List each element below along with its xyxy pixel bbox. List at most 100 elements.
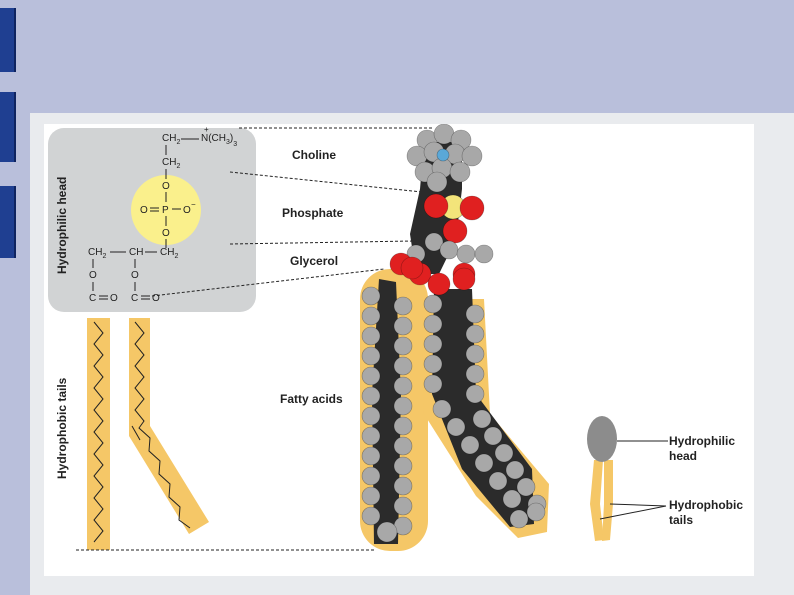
hydrogen-atom — [361, 326, 381, 346]
hydrogen-atom — [465, 344, 485, 364]
formula-phosphorus: P — [162, 205, 169, 216]
hydrogen-atom — [361, 346, 381, 366]
hydrogen-atom — [361, 426, 381, 446]
hydrogen-atom — [516, 477, 536, 497]
phospholipid-diagram: CH2 N(CH3)3 + CH2 O O P O − O CH2 CH CH2… — [48, 124, 743, 551]
legend-tail-left — [590, 460, 604, 541]
hydrogen-atom — [393, 356, 413, 376]
structural-formula: CH2 N(CH3)3 + CH2 O O P O − O CH2 CH CH2… — [88, 125, 237, 304]
hydrogen-atom — [465, 364, 485, 384]
hydrogen-atom — [474, 453, 494, 473]
formula-oxygen-4: O — [131, 270, 139, 281]
space-filling-model — [360, 124, 549, 551]
hydrogen-atom — [361, 386, 381, 406]
hydrogen-atom — [393, 336, 413, 356]
hydrogen-atom — [376, 521, 398, 543]
hydrogen-atom — [361, 406, 381, 426]
hydrogen-atom — [460, 435, 480, 455]
hydrogen-atom — [505, 460, 525, 480]
tail-band-right — [129, 318, 209, 534]
formula-carbon-2: C — [131, 293, 138, 304]
hydrogen-atom — [361, 366, 381, 386]
formula-ch2-right: CH2 — [160, 247, 178, 260]
oxygen-atom — [423, 193, 449, 219]
formula-oxygen-5: O — [110, 293, 118, 304]
oxygen-atom — [442, 218, 468, 244]
hydrogen-atom — [361, 286, 381, 306]
slide-edge-bar-3 — [0, 186, 16, 258]
legend-head — [587, 416, 617, 462]
tail-band-left — [87, 318, 110, 550]
oxygen-atom — [400, 256, 424, 280]
hydrogen-atom — [526, 502, 546, 522]
hydrogen-atom — [509, 509, 529, 529]
legend-symbol — [587, 416, 668, 541]
model-atoms — [361, 124, 547, 543]
oxygen-atom — [427, 272, 451, 296]
label-fatty-acids: Fatty acids — [280, 392, 343, 406]
formula-plus-charge: + — [204, 125, 209, 134]
hydrogen-atom — [426, 171, 448, 193]
formula-n-group: N(CH3)3 — [201, 133, 237, 148]
formula-carbon-1: C — [89, 293, 96, 304]
tail-cis-double-bond — [131, 425, 141, 441]
nitrogen-atom — [436, 148, 450, 162]
hydrogen-atom — [456, 244, 476, 264]
hydrogen-atom — [483, 426, 503, 446]
hydrogen-atom — [393, 416, 413, 436]
hydrogen-atom — [423, 314, 443, 334]
hydrogen-atom — [393, 376, 413, 396]
hydrogen-atom — [465, 384, 485, 404]
hydrogen-atom — [393, 316, 413, 336]
formula-minus-charge: − — [191, 200, 196, 209]
oxygen-atom — [452, 267, 476, 291]
label-hydrophilic-head: Hydrophilic head — [55, 177, 69, 274]
hydrogen-atom — [472, 409, 492, 429]
hydrogen-atom — [465, 304, 485, 324]
hydrogen-atom — [361, 486, 381, 506]
hydrogen-atom — [361, 446, 381, 466]
formula-ch2-left: CH2 — [88, 247, 106, 260]
hydrogen-atom — [423, 354, 443, 374]
formula-ch2-mid: CH2 — [162, 157, 180, 170]
formula-ch-mid: CH — [129, 247, 143, 258]
hydrogen-atom — [361, 306, 381, 326]
phosphate-highlight — [131, 175, 201, 245]
hydrogen-atom — [439, 240, 459, 260]
hydrogen-atom — [424, 232, 444, 252]
label-hydrophobic-tails: Hydrophobic tails — [55, 377, 69, 479]
legend-tail-right — [602, 460, 613, 541]
hydrogen-atom — [488, 471, 508, 491]
hydrogen-atom — [449, 161, 471, 183]
hydrogen-atom — [461, 145, 483, 167]
tail-zigzag-left — [93, 321, 104, 543]
dashed-connectors — [76, 127, 434, 551]
hydrogen-atom — [393, 496, 413, 516]
formula-oxygen-3: O — [89, 270, 97, 281]
hydrogen-atom — [393, 436, 413, 456]
hydrogen-atom — [423, 334, 443, 354]
hydrogen-atom — [361, 466, 381, 486]
formula-ch2-top: CH2 — [162, 133, 180, 146]
hydrogen-atom — [474, 244, 494, 264]
hydrogen-atom — [393, 296, 413, 316]
tail-zigzag-right — [134, 321, 191, 529]
label-choline: Choline — [292, 148, 336, 162]
hydrogen-atom — [423, 374, 443, 394]
hydrogen-atom — [502, 489, 522, 509]
formula-oxygen-1: O — [162, 181, 170, 192]
formula-oxygen-right: O — [183, 205, 191, 216]
hydrogen-atom — [465, 324, 485, 344]
label-glycerol: Glycerol — [290, 254, 338, 268]
label-phosphate: Phosphate — [282, 206, 344, 220]
slide-edge-bar-2 — [0, 92, 16, 162]
slide-edge-bar-1 — [0, 8, 16, 72]
formula-oxygen-6: O — [152, 293, 160, 304]
hydrogen-atom — [432, 399, 452, 419]
hydrogen-atom — [423, 294, 443, 314]
formula-oxygen-left: O — [140, 205, 148, 216]
hydrogen-atom — [393, 456, 413, 476]
phospholipid-figure: CH2 N(CH3)3 + CH2 O O P O − O CH2 CH CH2… — [44, 124, 754, 576]
